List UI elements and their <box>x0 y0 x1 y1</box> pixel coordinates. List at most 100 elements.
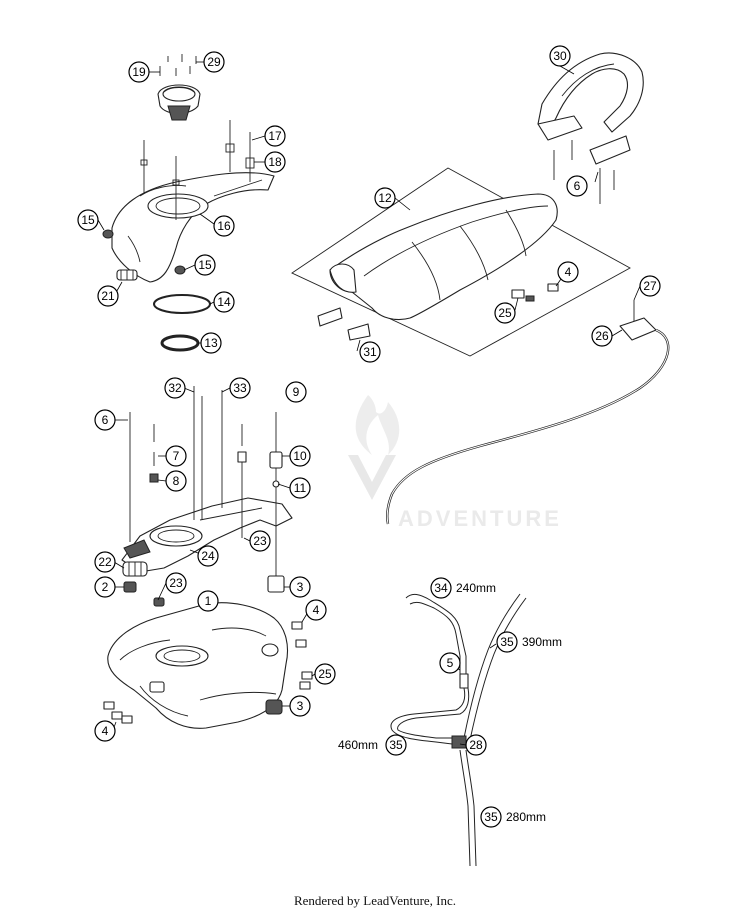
callout-6-handle[interactable]: 6 <box>566 175 588 197</box>
svg-text:35: 35 <box>484 810 498 824</box>
svg-text:15: 15 <box>81 213 95 227</box>
hose-length-35-b: 460mm <box>338 738 378 752</box>
render-credit: Rendered by LeadVenture, Inc. <box>293 893 457 908</box>
callout-8[interactable]: 8 <box>165 470 187 492</box>
seat-assembly <box>291 167 631 357</box>
svg-text:3: 3 <box>297 699 304 713</box>
callout-21[interactable]: 21 <box>97 285 119 307</box>
callout-35-280[interactable]: 35 <box>480 806 502 828</box>
svg-text:28: 28 <box>469 738 483 752</box>
svg-text:29: 29 <box>207 55 221 69</box>
svg-text:17: 17 <box>268 129 282 143</box>
callout-4-seat[interactable]: 4 <box>557 261 579 283</box>
seat-lock-cable <box>386 300 670 525</box>
svg-text:14: 14 <box>217 295 231 309</box>
callout-4-tank-right[interactable]: 4 <box>305 599 327 621</box>
callout-7[interactable]: 7 <box>165 445 187 467</box>
callout-4-tank-left[interactable]: 4 <box>94 720 116 742</box>
svg-text:13: 13 <box>204 336 218 350</box>
callout-25-seat[interactable]: 25 <box>494 302 516 324</box>
svg-text:34: 34 <box>434 581 448 595</box>
svg-text:2: 2 <box>102 580 109 594</box>
callout-22[interactable]: 22 <box>94 551 116 573</box>
leader-lines <box>97 61 641 746</box>
callout-26[interactable]: 26 <box>591 325 613 347</box>
callout-27[interactable]: 27 <box>639 275 661 297</box>
svg-text:4: 4 <box>565 265 572 279</box>
svg-text:7: 7 <box>173 449 180 463</box>
callout-5[interactable]: 5 <box>439 652 461 674</box>
svg-text:23: 23 <box>253 534 267 548</box>
grab-handle <box>537 52 644 204</box>
hose-length-35-c: 280mm <box>506 810 546 824</box>
callout-6-flange[interactable]: 6 <box>94 409 116 431</box>
svg-text:23: 23 <box>169 576 183 590</box>
callout-23-upper[interactable]: 23 <box>249 530 271 552</box>
svg-text:35: 35 <box>389 738 403 752</box>
callout-11[interactable]: 11 <box>289 477 311 499</box>
callout-32[interactable]: 32 <box>164 377 186 399</box>
callout-16[interactable]: 16 <box>213 215 235 237</box>
svg-text:1: 1 <box>205 594 212 608</box>
watermark-text: ADVENTURE <box>398 506 562 531</box>
callout-35-460[interactable]: 35 <box>385 734 407 756</box>
callout-15-upper[interactable]: 15 <box>77 209 99 231</box>
callout-9[interactable]: 9 <box>285 381 307 403</box>
callout-13[interactable]: 13 <box>200 332 222 354</box>
callout-29[interactable]: 29 <box>203 51 225 73</box>
callout-17[interactable]: 17 <box>264 125 286 147</box>
seal-ring-14 <box>153 294 211 314</box>
svg-text:4: 4 <box>313 603 320 617</box>
svg-text:31: 31 <box>363 345 377 359</box>
callout-35-390[interactable]: 35 <box>496 631 518 653</box>
svg-text:35: 35 <box>500 635 514 649</box>
svg-text:18: 18 <box>268 155 282 169</box>
svg-text:12: 12 <box>378 191 392 205</box>
callout-24[interactable]: 24 <box>197 545 219 567</box>
svg-text:6: 6 <box>574 179 581 193</box>
svg-text:26: 26 <box>595 329 609 343</box>
fuel-tank <box>107 602 289 729</box>
svg-text:25: 25 <box>498 306 512 320</box>
svg-text:32: 32 <box>168 381 182 395</box>
svg-text:16: 16 <box>217 219 231 233</box>
tank-clips <box>103 621 313 724</box>
callout-3-upper[interactable]: 3 <box>289 576 311 598</box>
grommet-21 <box>116 269 138 281</box>
svg-text:11: 11 <box>294 481 307 495</box>
svg-text:27: 27 <box>643 279 657 293</box>
callout-18[interactable]: 18 <box>264 151 286 173</box>
svg-text:10: 10 <box>293 449 307 463</box>
svg-text:33: 33 <box>233 381 247 395</box>
hose-length-35-a: 390mm <box>522 635 562 649</box>
svg-text:3: 3 <box>297 580 304 594</box>
callout-19[interactable]: 19 <box>128 61 150 83</box>
svg-text:8: 8 <box>173 474 180 488</box>
fuel-cap-assembly <box>157 54 201 121</box>
tank-cover <box>102 120 275 283</box>
callout-23-lower[interactable]: 23 <box>165 572 187 594</box>
watermark-logo: ADVENTURE <box>348 395 562 531</box>
svg-text:4: 4 <box>102 724 109 738</box>
svg-text:19: 19 <box>132 65 146 79</box>
fuel-hoses <box>390 593 527 867</box>
seat-clips <box>511 283 559 302</box>
callout-15-lower[interactable]: 15 <box>194 254 216 276</box>
callout-31[interactable]: 31 <box>359 341 381 363</box>
callout-14[interactable]: 14 <box>213 291 235 313</box>
svg-text:24: 24 <box>201 549 215 563</box>
callout-25-tank[interactable]: 25 <box>314 663 336 685</box>
callout-12[interactable]: 12 <box>374 187 396 209</box>
callout-28[interactable]: 28 <box>465 734 487 756</box>
callout-30[interactable]: 30 <box>549 45 571 67</box>
svg-text:5: 5 <box>447 656 454 670</box>
hose-length-labels: 240mm 390mm 460mm 280mm <box>338 581 562 824</box>
callout-3-lower[interactable]: 3 <box>289 695 311 717</box>
callout-2[interactable]: 2 <box>94 576 116 598</box>
callout-34[interactable]: 34 <box>430 577 452 599</box>
callout-10[interactable]: 10 <box>289 445 311 467</box>
callout-1[interactable]: 1 <box>197 590 219 612</box>
svg-text:25: 25 <box>318 667 332 681</box>
callout-33[interactable]: 33 <box>229 377 251 399</box>
